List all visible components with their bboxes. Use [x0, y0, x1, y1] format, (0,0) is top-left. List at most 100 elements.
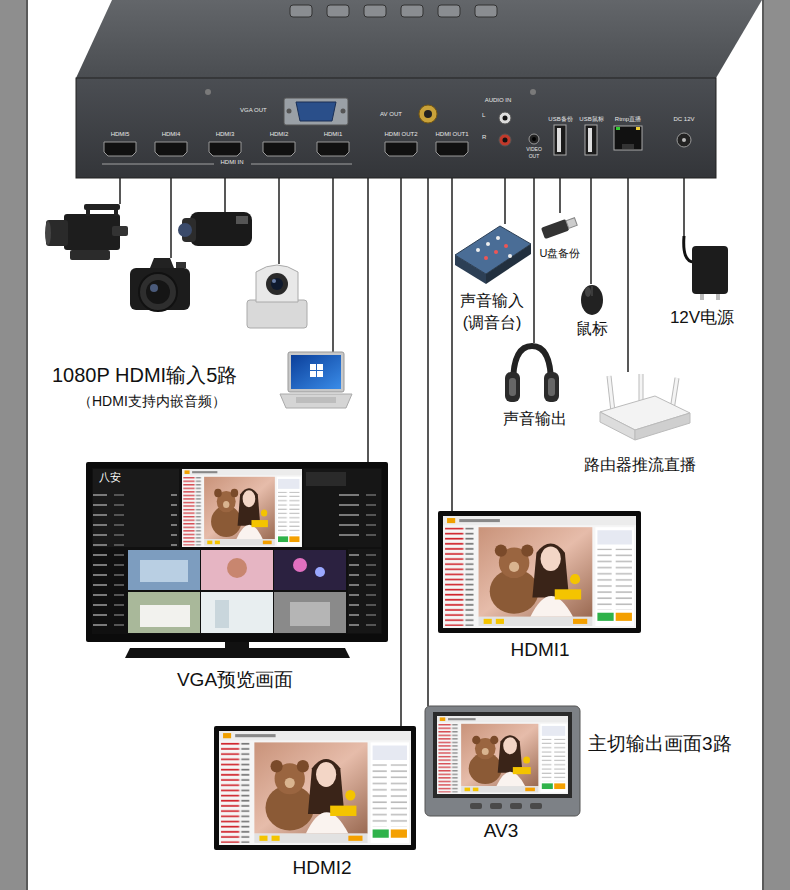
headphones [505, 372, 520, 402]
av-monitor [470, 803, 482, 809]
hdmi2-monitor [219, 731, 411, 845]
page-frame [764, 0, 790, 890]
vga-monitor [128, 550, 200, 590]
mouse [581, 285, 603, 315]
dc-jack [677, 133, 691, 147]
vga-monitor [215, 600, 229, 628]
vga-port [341, 109, 346, 114]
mouse: 鼠标 [579, 284, 605, 316]
cable-line [427, 127, 428, 706]
vga-monitor [201, 592, 273, 633]
caption: U盘备份 [540, 247, 581, 260]
usb-port [557, 128, 561, 152]
vga-monitor [182, 469, 302, 547]
mouse [585, 287, 591, 297]
switcher-device [76, 78, 716, 178]
hdmi-in-port: HDMI5 [101, 128, 139, 159]
av-monitor [425, 706, 580, 816]
audio-mixer [486, 244, 531, 284]
vga-out-port: VGA OUT [236, 95, 350, 127]
vga-monitor [227, 558, 247, 578]
vga-monitor [274, 592, 346, 633]
router [600, 374, 690, 440]
laptop [296, 397, 336, 403]
vga-monitor [140, 605, 190, 627]
port-label: L [482, 112, 485, 119]
switcher-device [102, 164, 214, 165]
mouse [592, 286, 593, 296]
dc-jack [677, 133, 691, 147]
hdmi-in-port: HDMI4 [152, 128, 190, 159]
port-label: USB鼠标 [579, 116, 603, 123]
video-out-port: VIDEO OUT [522, 130, 546, 160]
vga-monitor [93, 549, 126, 633]
switcher-device [401, 5, 423, 17]
page-frame [762, 0, 764, 890]
handycam [178, 212, 252, 246]
power-adapter [684, 236, 728, 300]
input-wires [278, 178, 279, 264]
dslr-camera [146, 280, 170, 304]
vga-monitor [86, 462, 388, 658]
power-adapter [700, 294, 704, 300]
caption: HDMI1 [510, 639, 569, 661]
switcher-device [76, 0, 762, 178]
headphones [509, 378, 516, 396]
hdmi2-monitor [214, 726, 416, 850]
power-adapter [692, 246, 728, 294]
audio-mixer [476, 248, 480, 252]
ptz-camera [247, 300, 307, 328]
hdmi1-monitor [438, 511, 641, 633]
audio-jack [499, 112, 511, 124]
caption: HDMI2 [292, 857, 351, 879]
hdmi2-monitor: HDMI2 [214, 726, 416, 850]
usb-port: USB鼠标 [577, 114, 605, 157]
pro-camcorder [45, 221, 51, 245]
usb-port [554, 125, 566, 155]
laptop [310, 371, 316, 377]
dslr-camera [150, 258, 174, 268]
dslr-camera [130, 258, 190, 311]
laptop [288, 352, 344, 392]
hdmi-port [104, 142, 468, 156]
ptz-camera [256, 265, 298, 302]
port-label: R [482, 134, 486, 141]
port-label: HDMI3 [216, 131, 235, 138]
audio-mixer [455, 255, 486, 284]
port-label: USB备份 [548, 116, 572, 123]
laptop [317, 371, 323, 377]
handycam [236, 216, 248, 224]
input-wires [224, 178, 225, 212]
hdmi-port [436, 142, 468, 156]
headphones [505, 346, 559, 402]
rj45-port [636, 127, 640, 130]
av-monitor [425, 706, 580, 816]
audio-mixer: 声音输入 (调音台) [455, 224, 531, 284]
hdmi-port [385, 142, 417, 156]
hdmi1-monitor [438, 511, 641, 633]
handycam [178, 223, 192, 237]
audio-jack [499, 112, 539, 146]
av-monitor [530, 803, 542, 809]
audio-jack [499, 134, 511, 146]
port-label: VGA OUT [240, 107, 267, 114]
pro-camcorder [45, 204, 128, 260]
vga-monitor [92, 468, 382, 634]
audio-mixer [486, 242, 490, 246]
caption: 声音输出 [503, 410, 567, 428]
switcher-device [530, 89, 536, 95]
vga-port [296, 102, 336, 121]
dc-jack [682, 138, 686, 142]
caption: 12V电源 [670, 308, 734, 328]
router [609, 376, 613, 412]
rj45-port [614, 126, 642, 150]
router: 路由器推流直播 [596, 372, 690, 440]
audio-jack [503, 138, 508, 143]
hdmi-port [263, 142, 295, 156]
pro-camcorder [86, 208, 90, 216]
hdmi-out-port: HDMI OUT1 [432, 128, 472, 159]
power-adapter: 12V电源 [672, 236, 730, 300]
input-wires [332, 178, 333, 352]
vga-monitor [306, 472, 346, 486]
rj45-port: Rtmp直播 [612, 114, 644, 152]
